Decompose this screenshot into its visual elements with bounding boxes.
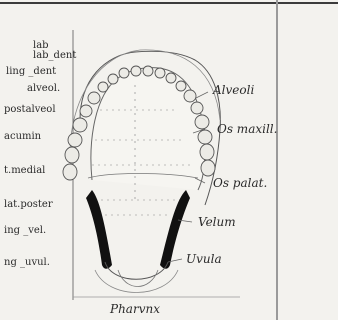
label-medial: t.medial — [4, 165, 45, 177]
label-lab-dent: lab_dent — [33, 50, 76, 62]
label-uvula: Uvula — [186, 253, 222, 265]
caption-pharynx: Pharvnx — [110, 302, 160, 316]
label-postalveol: postalveol — [4, 104, 56, 116]
uvula-outline — [105, 262, 168, 279]
label-os-maxill: Os maxill. — [217, 123, 277, 135]
label-ling-uvul: ng _uvul. — [4, 257, 50, 269]
label-ling-vel: ing _vel. — [4, 225, 46, 237]
label-os-palat: Os palat. — [213, 177, 267, 189]
pharynx-arch — [95, 270, 178, 293]
velum-left — [86, 190, 112, 269]
label-cacumin: acumin — [4, 131, 41, 143]
label-velum: Velum — [198, 216, 236, 228]
label-alveoli: Alveoli — [213, 84, 254, 96]
label-ling-dent: ling _dent — [6, 66, 56, 78]
label-alveol: alveol. — [27, 83, 60, 95]
label-palat-poster: lat.poster — [4, 199, 53, 211]
